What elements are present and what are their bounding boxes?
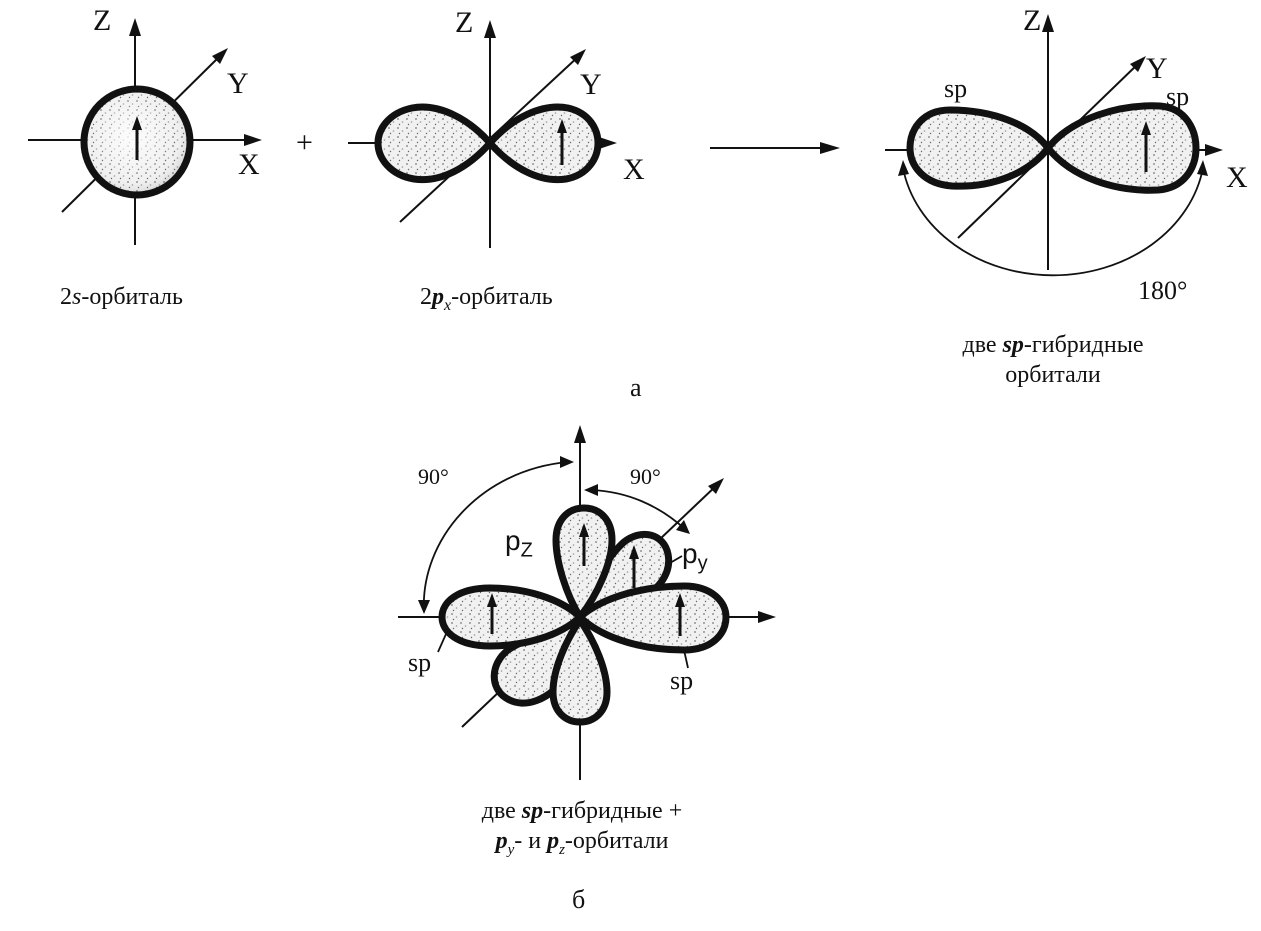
b-angle-arc-left-arrowhead-top [560, 456, 574, 468]
sp-angle-label: 180° [1138, 276, 1188, 305]
sp-axis-y-label: Y [1146, 52, 1168, 85]
b-angle-arc-right-arrowhead-left [584, 484, 598, 496]
p-axis-x-arrowhead [599, 137, 617, 149]
p-orbital-group [348, 20, 617, 248]
sp-lobe-right-label: sp [1166, 82, 1190, 111]
s-orbital-group [28, 18, 262, 245]
b-py-leader-line [669, 555, 683, 564]
p-axis-y-label: Y [580, 68, 602, 101]
b-angle-arc-left [423, 461, 569, 613]
p-orbital-caption: 2px-орбиталь [420, 284, 553, 314]
reaction-arrowhead [820, 142, 840, 154]
b-sp-right-label: sp [670, 666, 694, 695]
p-axis-z-arrowhead [484, 20, 496, 38]
p-orbital-right-lobe [486, 103, 602, 184]
b-axis-y-arrowhead [708, 478, 724, 494]
sp-angle-arc [902, 167, 1204, 277]
s-axis-z-arrowhead [129, 18, 141, 36]
b-angle-arc-right-arrowhead-right [676, 520, 690, 534]
sp-axis-x-arrowhead [1205, 144, 1223, 156]
sp-axis-z-label: Z [1023, 4, 1042, 37]
b-sp-lobe-right [576, 582, 730, 654]
sp-hybrid-caption: две sp-гибридные орбитали [962, 332, 1144, 388]
b-sp-left-label: sp [408, 648, 432, 677]
p-axis-x-label: X [623, 153, 645, 186]
p-axis-z-label: Z [455, 6, 474, 39]
sp-angle-arc-left-arrowhead [898, 160, 909, 176]
p-orbital-left-lobe [374, 103, 494, 184]
p-axis-y-arrowhead [570, 49, 586, 65]
b-pz-electron-arrowhead [579, 523, 589, 537]
b-angle-left-label: 90° [418, 464, 449, 489]
sp-hybrid-left-lobe [906, 106, 1052, 190]
b-angle-arc-left-arrowhead-bottom [418, 600, 430, 614]
sp-lobe-left-label: sp [944, 74, 968, 103]
plus-sign: + [296, 126, 313, 159]
b-py-electron-arrowhead [629, 545, 639, 559]
s-axis-y-arrowhead [212, 48, 228, 64]
b-angle-right-label: 90° [630, 464, 661, 489]
part-b-group [398, 425, 776, 780]
b-axis-x-arrowhead [758, 611, 776, 623]
panel-letter-a: а [630, 373, 642, 402]
b-sp-right-leader-line [683, 649, 689, 669]
sp-hybrid-right-lobe [1044, 102, 1200, 194]
sp-axis-z-arrowhead [1042, 14, 1054, 32]
s-orbital-caption: 2s-орбиталь [60, 284, 183, 310]
b-sp-lobe-left [438, 584, 584, 650]
b-sp-right-electron-arrowhead [675, 593, 685, 607]
s-axis-x-label: X [238, 148, 260, 181]
s-axis-x-arrowhead [244, 134, 262, 146]
s-electron-arrowhead [132, 116, 142, 130]
sp-electron-arrowhead [1141, 121, 1151, 135]
b-py-label: py [682, 538, 708, 575]
p-electron-arrowhead [557, 119, 567, 133]
sp-axis-x-label: X [1226, 161, 1248, 194]
b-axis-z-arrowhead [574, 425, 586, 443]
b-angle-arc-right [585, 489, 687, 531]
s-axis-y-label: Y [227, 67, 249, 100]
sp-angle-arc-right-arrowhead [1197, 160, 1208, 176]
sp-hybrid-group [885, 14, 1223, 277]
sp-axis-y-arrowhead [1130, 56, 1146, 72]
b-pz-lobe-lower [549, 616, 611, 726]
b-sp-left-leader-line [437, 633, 447, 653]
panel-letter-b: б [572, 885, 586, 914]
b-pz-label: pZ [505, 525, 533, 562]
b-caption: две sp-гибридные + py- и pz-орбитали [481, 798, 683, 858]
b-sp-left-electron-arrowhead [487, 593, 497, 607]
s-axis-z-label: Z [93, 4, 112, 37]
